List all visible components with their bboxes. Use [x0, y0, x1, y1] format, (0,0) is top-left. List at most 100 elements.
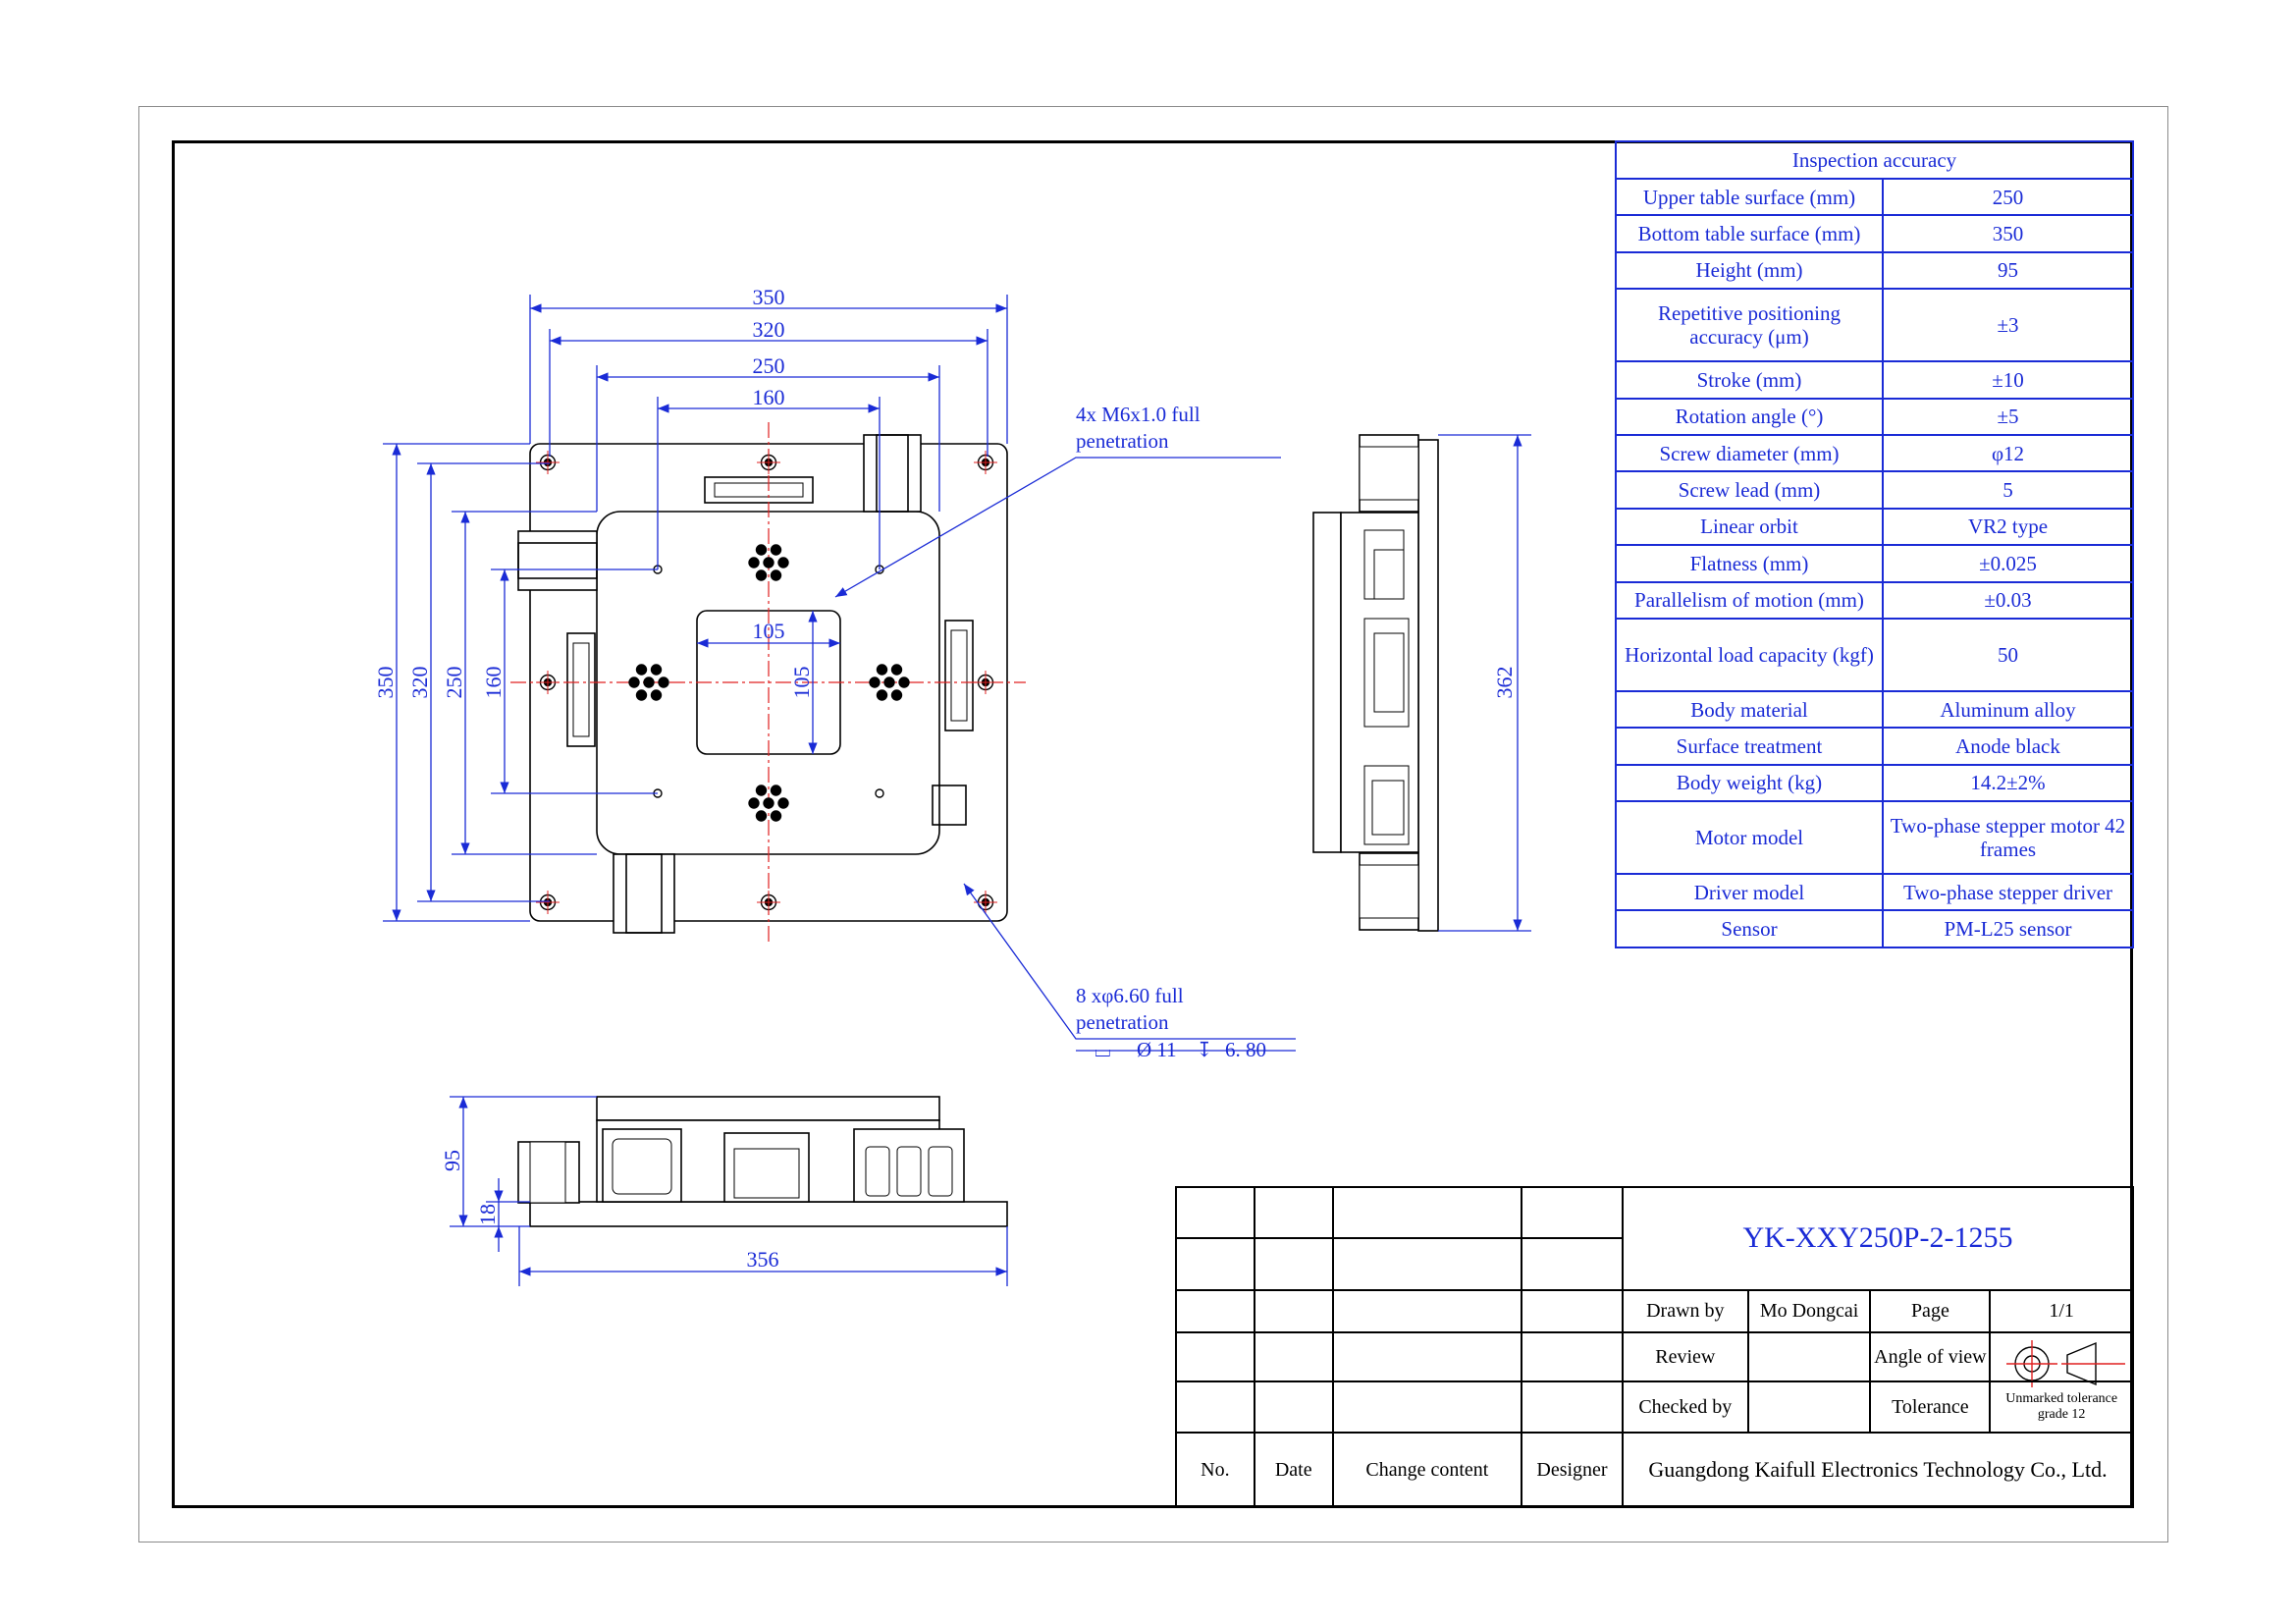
rosette-hole [650, 664, 663, 676]
rosette-hole [748, 797, 760, 809]
top-dim-labels: 350 320 250 160 105 105 350 320 250 160 … [373, 285, 1266, 1061]
col-designer: Designer [1521, 1432, 1624, 1508]
spec-value: ±5 [1882, 397, 2134, 436]
spec-value: 95 [1882, 250, 2134, 291]
note-through-line1: 8 xφ6.60 full [1076, 984, 1184, 1007]
spec-row: Bottom table surface (mm)350 [1615, 214, 2134, 253]
spec-row: Upper table surface (mm)250 [1615, 177, 2134, 217]
rosette-hole [770, 544, 782, 556]
spec-value: Aluminum alloy [1882, 689, 2134, 730]
spec-label: Linear orbit [1615, 507, 1884, 547]
spec-label: Body weight (kg) [1615, 763, 1884, 803]
col-no: No. [1175, 1432, 1255, 1508]
outer-border [138, 106, 2168, 1543]
rosette-hole [869, 677, 881, 688]
spec-value: ±10 [1882, 360, 2134, 400]
spec-value: 14.2±2% [1882, 763, 2134, 803]
spec-label: Sensor [1615, 909, 1884, 948]
spec-label: Screw lead (mm) [1615, 470, 1884, 510]
top-dims [383, 295, 1296, 1052]
spec-label: Rotation angle (°) [1615, 397, 1884, 436]
spec-table: Inspection accuracy Upper table surface … [1615, 140, 2134, 948]
rosette-hole [898, 677, 910, 688]
counterbore-depth: 6. 80 [1225, 1038, 1266, 1061]
dim-side-height: 362 [1492, 667, 1517, 699]
rosette-hole [890, 664, 903, 676]
rosette-hole [643, 677, 655, 688]
drawn-by-value: Mo Dongcai [1746, 1288, 1872, 1333]
rosette-hole [770, 569, 782, 581]
spec-row: Flatness (mm)±0.025 [1615, 544, 2134, 583]
rosette-hole [777, 797, 789, 809]
front-dims [450, 1096, 1008, 1286]
top-view [517, 434, 1008, 934]
spec-label: Stroke (mm) [1615, 360, 1884, 400]
rosette-hole [755, 569, 768, 581]
spec-value: Anode black [1882, 727, 2134, 766]
hole-pattern [536, 451, 997, 914]
centerlines [510, 422, 1026, 943]
spec-value: φ12 [1882, 433, 2134, 473]
connector-block [932, 785, 967, 826]
dim-250-h: 250 [753, 353, 785, 378]
angle-of-view-cell [1989, 1330, 2134, 1383]
spec-label: Repetitive positioning accuracy (μm) [1615, 288, 1884, 363]
dim-250-v: 250 [442, 667, 466, 699]
spec-row: Parallelism of motion (mm)±0.03 [1615, 580, 2134, 620]
dim-320-v: 320 [407, 667, 432, 699]
spec-label: Motor model [1615, 800, 1884, 876]
spec-value: VR2 type [1882, 507, 2134, 547]
review-label: Review [1621, 1330, 1749, 1383]
spec-row: Repetitive positioning accuracy (μm)±3 [1615, 288, 2134, 363]
rosette-hole [763, 797, 774, 809]
spec-label: Flatness (mm) [1615, 544, 1884, 583]
spec-label: Screw diameter (mm) [1615, 433, 1884, 473]
spec-row: Rotation angle (°)±5 [1615, 397, 2134, 436]
spec-value: PM-L25 sensor [1882, 909, 2134, 948]
spec-label: Bottom table surface (mm) [1615, 214, 1884, 253]
tolerance-label: Tolerance [1869, 1380, 1992, 1435]
dim-window-height: 105 [789, 667, 814, 699]
company-name: Guangdong Kaifull Electronics Technology… [1621, 1432, 2135, 1508]
note-tapped-line1: 4x M6x1.0 full [1076, 403, 1201, 426]
spec-value: 5 [1882, 470, 2134, 510]
page-value: 1/1 [1989, 1288, 2134, 1333]
rosette-hole [770, 810, 782, 822]
dim-window-width: 105 [753, 619, 785, 643]
dim-350-h: 350 [753, 285, 785, 309]
tolerance-value: Unmarked tolerance grade 12 [1989, 1380, 2134, 1435]
spec-value: Two-phase stepper motor 42 frames [1882, 800, 2134, 876]
dim-350-v: 350 [373, 667, 398, 699]
spec-value: 350 [1882, 214, 2134, 253]
spec-label: Horizontal load capacity (kgf) [1615, 617, 1884, 692]
motor-bottom [613, 853, 675, 934]
spec-value: ±3 [1882, 288, 2134, 363]
rosette-hole [876, 664, 888, 676]
page-label: Page [1869, 1288, 1992, 1333]
spec-row: Screw lead (mm)5 [1615, 470, 2134, 510]
sensor-block-top [704, 476, 814, 504]
rosette-hole [755, 544, 768, 556]
dim-front-height: 95 [440, 1150, 464, 1171]
rosette-hole [658, 677, 669, 688]
dim-160-v: 160 [481, 667, 506, 699]
dim-front-base: 18 [475, 1204, 500, 1225]
dim-front-width: 356 [747, 1247, 779, 1272]
rosette-hole [635, 689, 648, 701]
spec-label: Parallelism of motion (mm) [1615, 580, 1884, 620]
angle-of-view-label: Angle of view [1869, 1330, 1992, 1383]
rosette-hole [650, 689, 663, 701]
rosette-hole [755, 810, 768, 822]
side-bottom-plate [1417, 439, 1439, 932]
rosette-hole [883, 677, 895, 688]
spec-label: Body material [1615, 689, 1884, 730]
col-date: Date [1253, 1432, 1334, 1508]
side-top-plate [1312, 512, 1342, 853]
motor-top [863, 434, 922, 513]
spec-row: Stroke (mm)±10 [1615, 360, 2134, 400]
checked-by-label: Checked by [1621, 1380, 1749, 1435]
front-top-plate [596, 1096, 940, 1121]
